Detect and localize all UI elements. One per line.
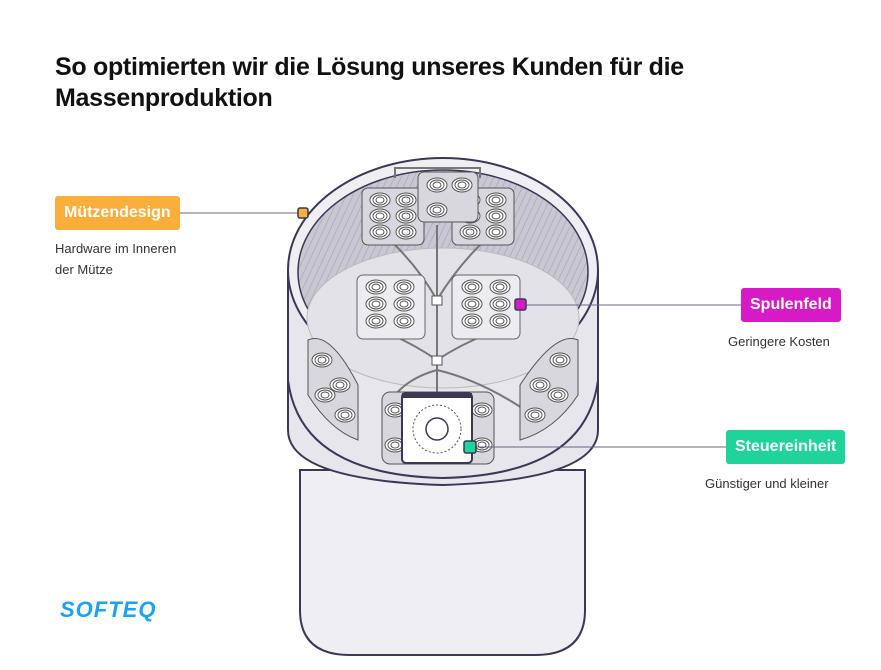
- cap-visor: [299, 469, 586, 656]
- coil-pad-top-center: [417, 171, 479, 223]
- mutzendesign-marker: [297, 207, 309, 219]
- connector: [431, 355, 443, 366]
- steuereinheit-marker: [463, 440, 477, 454]
- coil-pad-top-left: [361, 187, 425, 246]
- softeq-logo: SOFTEQ: [60, 597, 157, 622]
- callout-spulenfeld: Spulenfeld: [741, 288, 841, 322]
- coil-pad-mid-left: [356, 274, 426, 340]
- callout-steuereinheit-description: Günstiger und kleiner: [705, 476, 829, 491]
- spulenfeld-marker: [514, 298, 527, 311]
- coil-pad-side-right: [519, 338, 579, 441]
- coil-pad-side-left: [307, 338, 359, 441]
- page-title: So optimierten wir die Lösung unseres Ku…: [55, 53, 684, 112]
- connector: [431, 295, 443, 306]
- coil-pad-mid-right: [451, 274, 521, 340]
- callout-mutzendesign-description: Hardware im Inneren der Mütze: [55, 241, 177, 277]
- control-unit: [381, 391, 495, 465]
- callout-mutzendesign: Mützendesign: [55, 196, 180, 230]
- callout-steuereinheit: Steuereinheit: [726, 430, 846, 464]
- callout-spulenfeld-description: Geringere Kosten: [728, 334, 830, 349]
